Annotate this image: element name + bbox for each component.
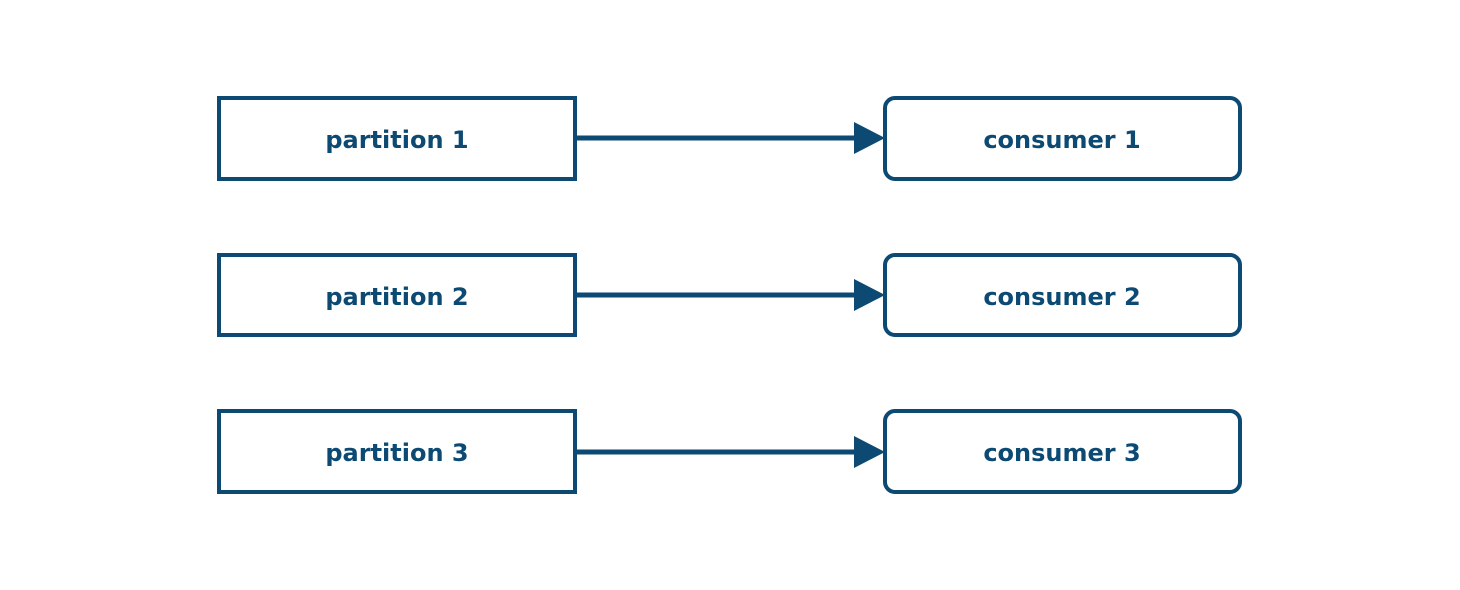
consumer-label-3: consumer 3 (983, 439, 1140, 467)
partition-label-1: partition 1 (325, 126, 468, 154)
consumer-box-2 (883, 253, 1242, 337)
row-1: partition 1 consumer 1 (217, 96, 1242, 181)
partition-label-3: partition 3 (325, 439, 468, 467)
arrowhead-1 (854, 122, 885, 154)
consumer-label-1: consumer 1 (983, 126, 1140, 154)
consumer-label-2: consumer 2 (983, 283, 1140, 311)
consumer-box-1 (883, 96, 1242, 181)
row-2: partition 2 consumer 2 (217, 253, 1242, 337)
row-3: partition 3 consumer 3 (217, 409, 1242, 494)
arrowhead-2 (854, 279, 885, 311)
consumer-box-3 (883, 409, 1242, 494)
arrowhead-3 (854, 436, 885, 468)
partition-label-2: partition 2 (325, 283, 468, 311)
